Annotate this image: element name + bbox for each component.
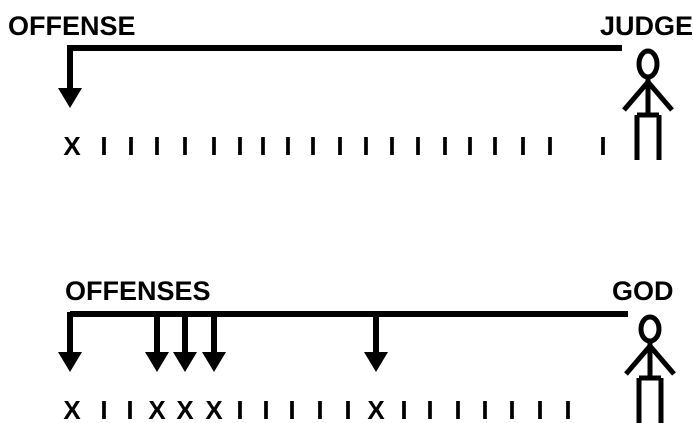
tick-mark-2: I: [100, 395, 107, 423]
tick-mark-16: I: [466, 131, 473, 161]
tick-mark-9: I: [288, 395, 295, 423]
bottom-arrow-down-icon-3: [173, 312, 197, 372]
offense-mark-4: X: [148, 395, 166, 423]
tick-mark-5: I: [181, 131, 188, 161]
bottom-arrow-down-icon-2: [145, 312, 169, 372]
offense-mark-1: X: [63, 395, 81, 423]
tick-mark-9: I: [284, 131, 291, 161]
tick-mark-10: I: [316, 395, 323, 423]
tick-mark-15: I: [441, 131, 448, 161]
god-figure-icon: [624, 314, 676, 423]
offense-mark-1: X: [63, 131, 81, 161]
bottom-arrow-down-icon-4: [202, 312, 226, 372]
tick-mark-11: I: [344, 395, 351, 423]
offense-mark-5: X: [176, 395, 194, 423]
tick-mark-16: I: [481, 395, 488, 423]
tick-mark-18: I: [519, 131, 526, 161]
tick-mark-13: I: [400, 395, 407, 423]
tick-mark-12: I: [362, 131, 369, 161]
offense-mark-6: X: [205, 395, 223, 423]
top-arrow-down-icon: [58, 45, 82, 108]
judge-figure-icon: [622, 48, 674, 160]
tick-mark-2: I: [100, 131, 107, 161]
god-label: GOD: [612, 276, 674, 306]
tick-mark-3: I: [127, 131, 134, 161]
tick-mark-7: I: [236, 395, 243, 423]
offenses-label: OFFENSES: [65, 276, 211, 306]
judge-label: JUDGE: [600, 11, 693, 41]
tick-mark-14: I: [414, 131, 421, 161]
tick-mark-7: I: [236, 131, 243, 161]
tick-mark-13: I: [388, 131, 395, 161]
bottom-arrow-down-icon-1: [58, 312, 82, 372]
tick-mark-14: I: [426, 395, 433, 423]
offense-label: OFFENSE: [8, 11, 136, 41]
tick-mark-8: I: [262, 395, 269, 423]
tick-mark-20: I: [599, 131, 606, 161]
tick-mark-17: I: [491, 131, 498, 161]
tick-mark-19: I: [546, 131, 553, 161]
tick-mark-10: I: [309, 131, 316, 161]
tick-mark-11: I: [336, 131, 343, 161]
bottom-panel: OFFENSES GOD: [58, 276, 676, 423]
tick-mark-15: I: [454, 395, 461, 423]
tick-mark-4: I: [153, 131, 160, 161]
tick-mark-19: I: [564, 395, 571, 423]
bottom-arrow-down-icon-5: [364, 312, 388, 372]
tick-mark-3: I: [126, 395, 133, 423]
tick-mark-18: I: [536, 395, 543, 423]
tick-mark-17: I: [508, 395, 515, 423]
tick-mark-6: I: [210, 131, 217, 161]
tick-mark-8: I: [259, 131, 266, 161]
offense-mark-12: X: [367, 395, 385, 423]
